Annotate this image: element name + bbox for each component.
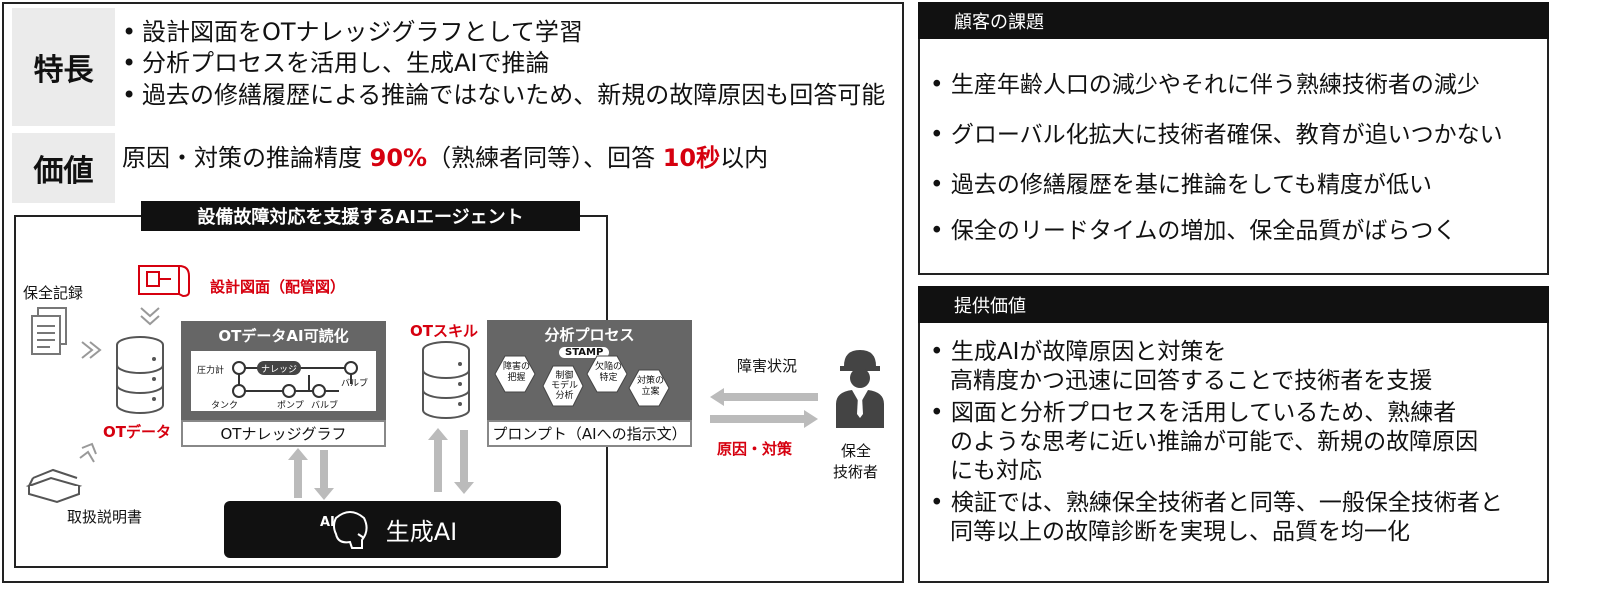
knowledge-graph-box: 圧力計 ナレッジ バルブ タンク ポンプ バルブ [191,351,376,411]
cause-measure-label: 原因・対策 [717,440,793,458]
prompt-caption: プロンプト（AIへの指示文） [487,420,692,447]
hex-plan-measure: 対策の 立案 [637,376,665,397]
hex-control-model: 制御 モデル 分析 [551,371,579,401]
ai-brain-icon [332,510,368,549]
ot-knowledge-graph-caption: OTナレッジグラフ [181,420,386,447]
hex-identify-defect: 欠陥の 特定 [595,362,623,383]
ot-skill-label: OTスキル [410,322,478,340]
value-item-1-line-2: 高精度かつ迅速に回答することで技術者を支援 [950,368,1433,394]
customer-issues-frame [918,39,1549,275]
value-highlight-accuracy: 90% [369,144,428,172]
chevron-up-right-icon [79,442,97,463]
value-item-3-line-2: 同等以上の故障診断を実現し、品質を均一化 [950,519,1410,545]
issue-bullet-3: • 過去の修繕履歴を基に推論をしても精度が低い [930,172,1433,198]
features-bullet-3: •過去の修繕履歴による推論ではないため、新規の故障原因も回答可能 [122,81,886,109]
document-icon [31,307,67,355]
value-label: 価値 [12,133,115,203]
blueprint-icon [138,265,190,298]
arrow-left-icon [710,388,818,406]
database-icon [116,336,164,414]
bidirectional-arrow-icon-2 [428,428,474,494]
ot-data-ai-title: OTデータAI可読化 [218,327,349,345]
node-valve-2: バルブ [311,401,339,411]
hex-grasp-failure: 障害の 把握 [503,362,531,383]
generative-ai-bar: AI 生成AI [224,501,561,558]
hexagon-group [494,355,670,407]
features-label: 特長 [12,8,115,126]
book-icon [25,468,83,504]
node-pump: ポンプ [277,401,304,411]
features-bullet-2: •分析プロセスを活用し、生成AIで推論 [122,49,550,77]
chevron-right-icon [81,341,102,359]
value-item-2-line-1: • 図面と分析プロセスを活用しているため、熟練者 [930,400,1457,426]
value-item-1-line-1: • 生成AIが故障原因と対策を [930,339,1227,365]
fault-status-label: 障害状況 [737,357,798,375]
value-highlight-time: 10秒 [662,144,721,172]
bidirectional-arrow-icon [288,448,334,500]
skill-database-icon [422,341,470,419]
issue-bullet-2: • グローバル化拡大に技術者確保、教育が追いつかない [930,122,1503,148]
ot-data-label: OTデータ [103,423,171,441]
engineer-icon [836,350,884,428]
chevron-down-icon [140,307,160,326]
node-valve-1: バルブ [341,379,369,389]
provided-value-frame [918,323,1549,583]
stamp-label: STAMP [559,347,610,358]
left-frame [2,2,904,583]
issue-bullet-1: • 生産年齢人口の減少やそれに伴う熟練技術者の減少 [930,72,1480,98]
node-pressure-gauge: 圧力計 [197,366,225,376]
engineer-label-2: 技術者 [833,463,879,481]
analysis-process-panel: 分析プロセス STAMP 障害の 把握 制御 モデル 分析 欠陥の 特定 対策の… [487,320,692,447]
diagram-title: 設備故障対応を支援するAIエージェント [141,201,580,231]
provided-value-title: 提供価値 [918,286,1549,323]
knowledge-graph-diagram [232,361,358,398]
engineer-label-1: 保全 [841,442,872,460]
node-knowledge: ナレッジ [261,365,298,375]
node-tank: タンク [211,401,239,411]
generative-ai-label: 生成AI [385,518,458,546]
ot-data-ai-panel: OTデータAI可読化 圧力計 ナレッジ バルブ タンク ポンプ バルブ OTナレ… [181,321,386,447]
issue-bullet-4: • 保全のリードタイムの増加、保全品質がばらつく [930,218,1457,244]
ai-icon-text: AI [320,515,335,530]
analysis-process-title: 分析プロセス [544,326,635,344]
value-item-2-line-2: のような思考に近い推論が可能で、新規の故障原因 [950,429,1479,455]
manual-label: 取扱説明書 [67,508,143,526]
maintenance-records-label: 保全記録 [23,284,84,302]
customer-issues-title: 顧客の課題 [918,2,1549,39]
value-item-2-line-3: にも対応 [950,458,1042,484]
arrow-right-icon [710,410,818,428]
features-bullet-1: •設計図面をOTナレッジグラフとして学習 [122,18,583,46]
design-drawing-label: 設計図面（配管図） [210,278,346,296]
value-item-3-line-1: • 検証では、熟練保全技術者と同等、一般保全技術者と [930,490,1503,516]
value-text: 原因・対策の推論精度 90%（熟練者同等）、回答 10秒以内 [122,144,769,172]
